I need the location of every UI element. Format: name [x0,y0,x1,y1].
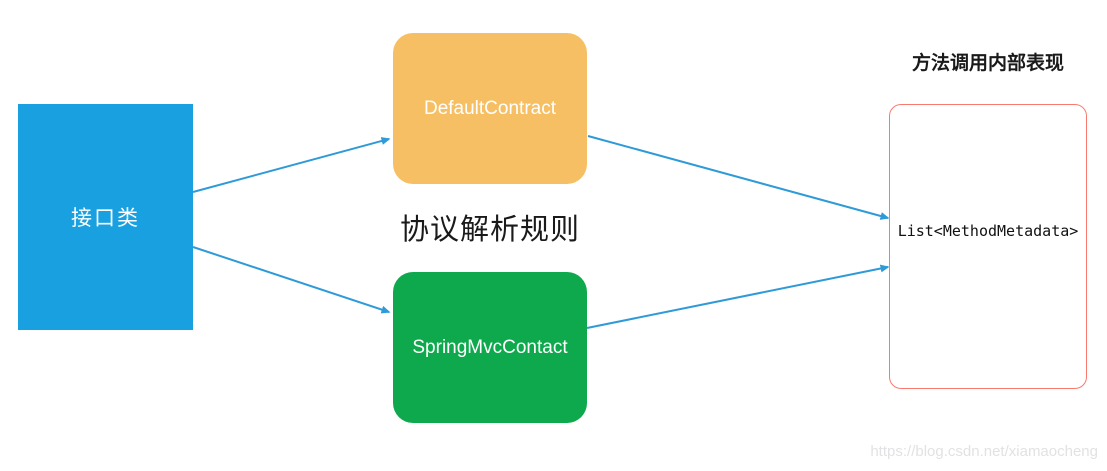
node-springmvc-contact-label: SpringMvcContact [412,336,568,358]
node-method-metadata-label: List<MethodMetadata> [897,222,1079,240]
arrow-source-to-defaultcontract [192,137,391,193]
node-interface-class: 接口类 [18,104,193,330]
node-default-contract-label: DefaultContract [423,97,556,119]
node-interface-class-label: 接口类 [71,207,140,230]
protocol-parse-rule-label: 协议解析规则 [399,214,580,246]
result-title: 方法调用内部表现 [911,53,1064,74]
arrow-source-to-springmvccontact [192,246,391,314]
arrow-defaultcontract-to-result [587,135,890,220]
arrow-springmvccontact-to-result [586,264,890,329]
node-default-contract: DefaultContract [393,33,587,184]
node-springmvc-contact: SpringMvcContact [393,272,587,423]
node-method-metadata: List<MethodMetadata> [889,104,1087,389]
watermark: https://blog.csdn.net/xiamaocheng [870,443,1098,460]
